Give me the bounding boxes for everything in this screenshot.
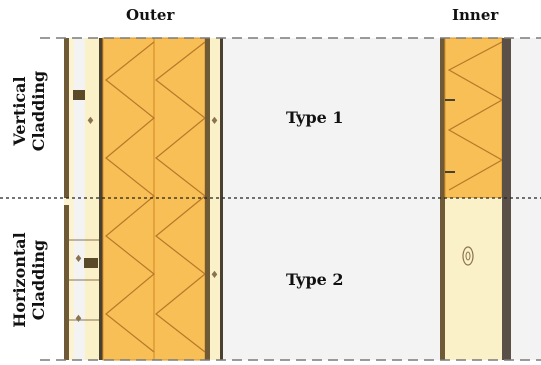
grain-mark: ♦ [74,314,83,325]
inner-wall [440,37,511,360]
inner-column-label: Inner [452,6,499,24]
horizontal-cladding-label: Horizontal Cladding [10,205,48,355]
inner-stud-right [502,38,511,360]
side-label-line2: Cladding [29,239,48,321]
inner-stud-left [440,38,445,360]
fastener-upper [73,90,85,100]
inner-board [445,198,502,360]
inner-insulation [444,37,503,199]
outer-inner-stud [205,38,210,360]
grain-knot [462,246,474,266]
insulation-zigzag-left [105,41,155,353]
membrane [99,38,103,360]
outer-inner-board [210,38,220,360]
outer-stud [64,38,69,198]
grain-mark: ♦ [74,254,83,265]
grain-mark: ♦ [86,116,95,127]
side-label-line2: Cladding [29,70,48,152]
outer-inner-line [220,38,223,360]
side-label-line1: Vertical [10,76,29,146]
cladding-backing [64,38,74,360]
grain-mark: ♦ [210,116,219,127]
vertical-cladding-label: Vertical Cladding [10,41,48,181]
outer-wall: ♦ ♦ ♦ ♦ ♦ [64,37,223,361]
side-label-line1: Horizontal [10,232,29,328]
type-2-label: Type 2 [286,270,344,289]
type-1-label: Type 1 [286,108,344,127]
grain-knot-inner [465,251,471,261]
outer-column-label: Outer [126,6,175,24]
cladding-board [85,38,99,360]
outer-stud-lower [64,205,69,360]
inner-zigzag [447,41,504,191]
grain-mark: ♦ [210,270,219,281]
fastener-lower [84,258,98,268]
